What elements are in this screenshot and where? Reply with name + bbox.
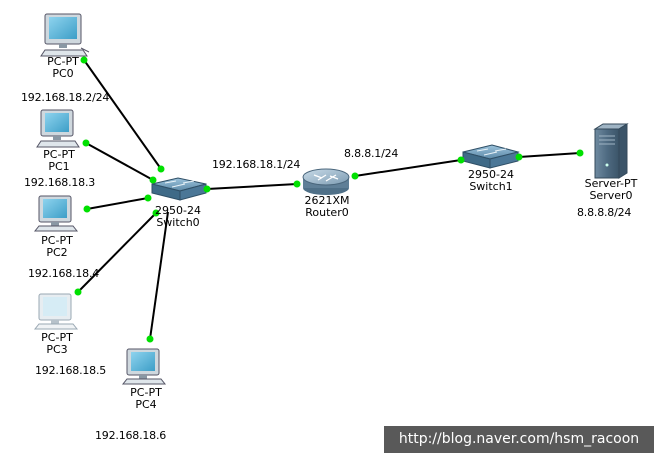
link-switch1-server0[interactable] [518, 152, 581, 158]
pc2-type-label: PC-PT [41, 234, 73, 247]
pc4-name-label: PC4 [135, 398, 157, 411]
pc4-ip-label: 192.168.18.6 [95, 429, 167, 442]
links [77, 59, 581, 340]
router0-type-label: 2621XM [304, 194, 350, 207]
link-pc3-switch0[interactable] [77, 212, 157, 293]
link-light [83, 205, 91, 213]
pc1-name-label: PC1 [48, 160, 70, 173]
router0-wan-ip-label: 8.8.8.1/24 [344, 147, 399, 160]
switch0-switch-icon[interactable] [151, 177, 207, 201]
pc0-type-label: PC-PT [47, 55, 79, 68]
router0-lan-ip-label: 192.168.18.1/24 [212, 158, 301, 171]
link-light [74, 288, 82, 296]
server0-server-icon[interactable] [593, 123, 629, 179]
pc1-ip-label: 192.168.18.3 [24, 176, 96, 189]
link-light [515, 153, 523, 161]
pc0-computer-icon[interactable] [40, 13, 90, 57]
link-lights [74, 56, 584, 343]
router0-router-icon[interactable] [302, 168, 350, 195]
link-light [576, 149, 584, 157]
link-light [82, 139, 90, 147]
pc3-name-label: PC3 [46, 343, 68, 356]
link-pc1-switch0[interactable] [85, 142, 154, 181]
pc3-type-label: PC-PT [41, 331, 73, 344]
switch1-type-label: 2950-24 [468, 168, 514, 181]
pc2-ip-label: 192.168.18.4 [28, 267, 100, 280]
link-light [457, 156, 465, 164]
pc2-computer-icon[interactable] [33, 195, 79, 232]
link-switch0-router0[interactable] [206, 183, 298, 190]
link-light [152, 209, 160, 217]
pc1-computer-icon[interactable] [36, 109, 80, 148]
server0-ip-label: 8.8.8.8/24 [577, 206, 632, 219]
server0-type-label: Server-PT [584, 177, 638, 190]
pc4-type-label: PC-PT [130, 386, 162, 399]
pc0-ip-label: 192.168.18.2/24 [21, 91, 110, 104]
link-light [149, 176, 157, 184]
switch1-name-label: Switch1 [469, 180, 513, 193]
switch1-switch-icon[interactable] [462, 144, 520, 169]
link-light [80, 56, 88, 64]
watermark: http://blog.naver.com/hsm_racoon [384, 426, 654, 453]
link-light [157, 165, 165, 173]
server0-name-label: Server0 [589, 189, 633, 202]
pc4-computer-icon[interactable] [121, 348, 167, 385]
link-light [144, 194, 152, 202]
pc3-computer-icon[interactable] [33, 293, 79, 330]
switch0-name-label: Switch0 [156, 216, 200, 229]
pc1-type-label: PC-PT [43, 148, 75, 161]
link-router0-switch1[interactable] [354, 159, 462, 177]
pc3-ip-label: 192.168.18.5 [35, 364, 107, 377]
link-light [351, 172, 359, 180]
switch0-type-label: 2950-24 [155, 204, 201, 217]
link-light [203, 185, 211, 193]
link-light [146, 335, 154, 343]
link-pc2-switch0[interactable] [86, 197, 149, 210]
pc0-name-label: PC0 [52, 67, 74, 80]
pc2-name-label: PC2 [46, 246, 68, 259]
link-pc4-switch0[interactable] [149, 211, 169, 340]
link-light [293, 180, 301, 188]
router0-name-label: Router0 [305, 206, 349, 219]
link-pc0-switch0[interactable] [83, 59, 162, 170]
